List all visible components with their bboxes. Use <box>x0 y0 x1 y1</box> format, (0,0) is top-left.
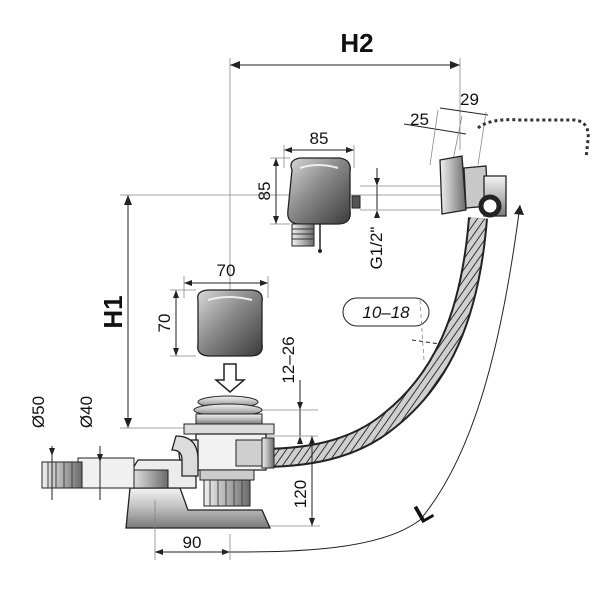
flange-dimensions: 25 29 <box>403 90 489 166</box>
diameter-50-label: Ø50 <box>29 396 48 428</box>
knob-width-label: 85 <box>310 129 329 148</box>
range-10-18-label: 10–18 <box>362 303 410 322</box>
tub-bottom-range: 12–26 <box>240 336 318 444</box>
height-120-label: 120 <box>291 480 310 508</box>
range-12-26-label: 12–26 <box>279 336 298 383</box>
drain-knob-height-label: 70 <box>155 314 174 333</box>
thread-dimension: G1/2" <box>360 168 440 269</box>
flange-29-label: 29 <box>460 90 479 109</box>
hose <box>259 217 486 466</box>
diameter-40-label: Ø40 <box>77 396 96 428</box>
pipe-diameters: Ø50 Ø40 <box>29 396 103 500</box>
h1-label: H1 <box>98 295 128 328</box>
width-90-label: 90 <box>183 533 202 552</box>
h2-label: H2 <box>340 28 373 58</box>
arrow-down-icon <box>213 363 247 393</box>
drain-knob: 70 70 <box>155 261 269 357</box>
chain-line <box>477 118 590 159</box>
width-90-dimension: 90 <box>154 500 231 560</box>
thread-label: G1/2" <box>367 227 386 270</box>
overflow-flange <box>439 155 507 218</box>
siphon-body <box>41 435 272 529</box>
height-120-dimension: 120 <box>270 436 320 527</box>
overflow-knob: 85 85 <box>255 129 361 253</box>
drain-knob-width-label: 70 <box>217 261 236 280</box>
tub-wall-range: 10–18 <box>342 297 441 361</box>
h2-dimension: H2 <box>229 28 461 300</box>
flange-25-label: 25 <box>410 110 429 129</box>
knob-height-label: 85 <box>255 182 274 201</box>
